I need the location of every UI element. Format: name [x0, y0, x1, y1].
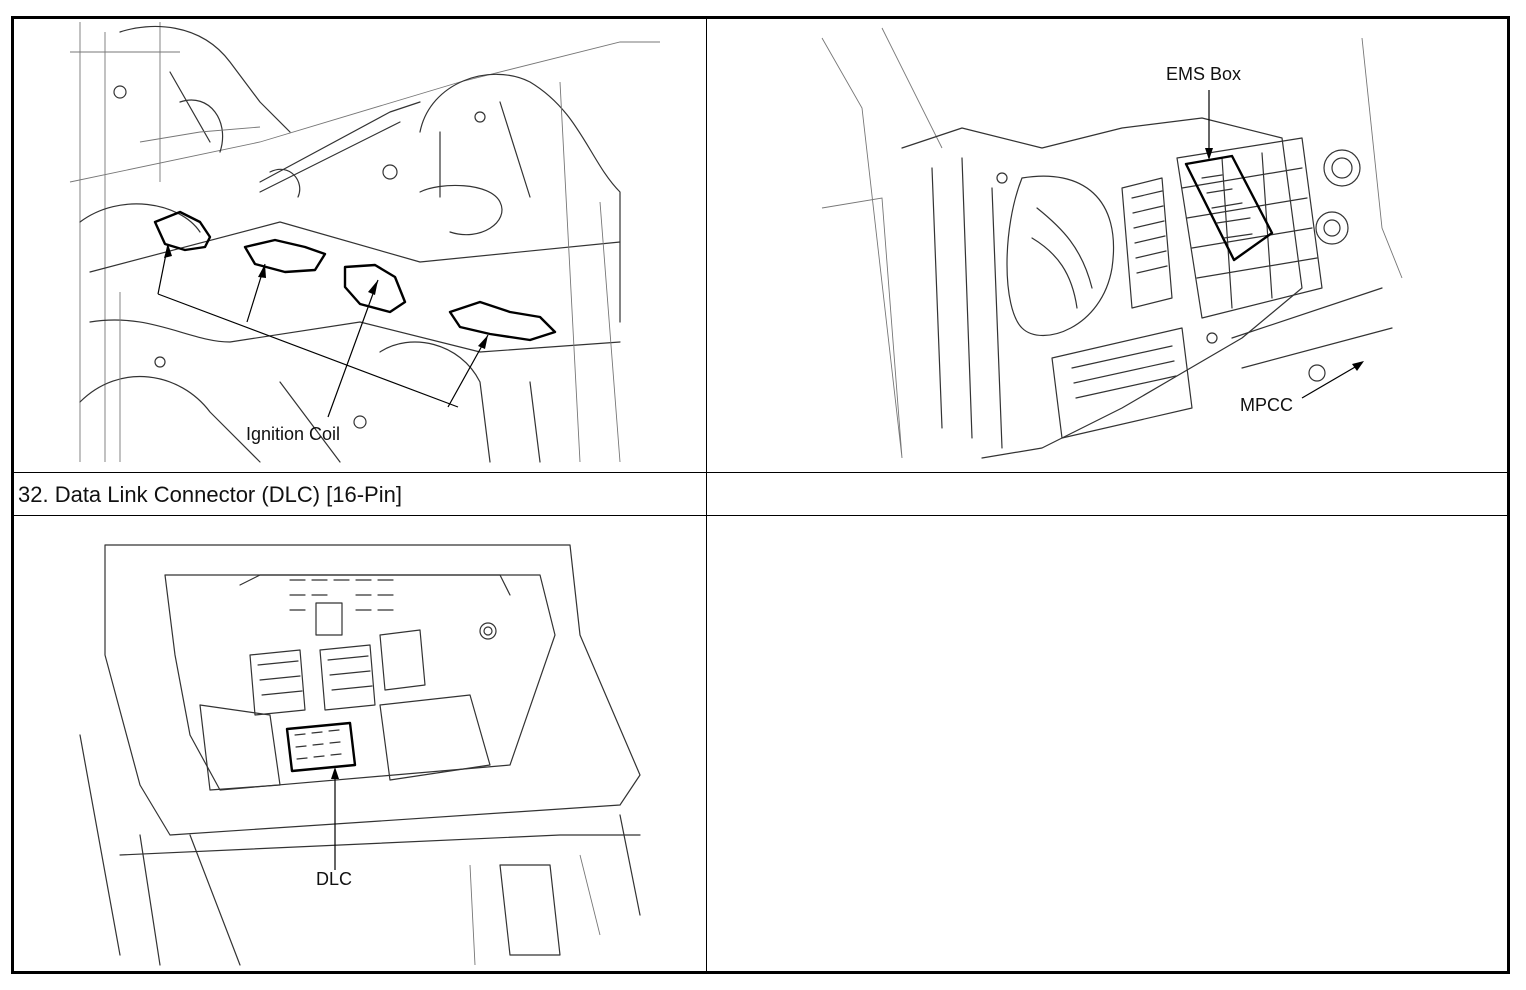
ems-box-leader [1205, 90, 1213, 160]
fuse-box-line-art [821, 27, 1403, 459]
dlc-leader [331, 767, 339, 870]
dlc-callout: DLC [316, 869, 352, 889]
dlc-section-heading: 32. Data Link Connector (DLC) [16-Pin] [18, 482, 402, 507]
column-divider [706, 16, 707, 974]
ignition-coil-shapes [153, 210, 557, 342]
table-frame [11, 16, 1510, 974]
ems-box-markings [1201, 174, 1253, 239]
mpcc-leader [1301, 361, 1364, 399]
row-divider-top [11, 472, 1510, 473]
mpcc-callout: MPCC [1240, 395, 1293, 415]
ems-box-callout: EMS Box [1166, 64, 1241, 84]
dash-panel-line-art [79, 544, 641, 966]
engine-line-art [69, 22, 660, 463]
row-divider-bottom [11, 515, 1510, 516]
ems-box-figure: EMS Box MPCC [821, 27, 1403, 459]
ignition-coil-callout: Ignition Coil [246, 424, 340, 444]
ignition-coil-leaders [157, 243, 489, 418]
dlc-connector [285, 721, 357, 773]
dlc-figure: DLC [79, 544, 641, 966]
ems-box-outline [1184, 154, 1274, 262]
ignition-coil-figure: Ignition Coil [69, 22, 660, 463]
